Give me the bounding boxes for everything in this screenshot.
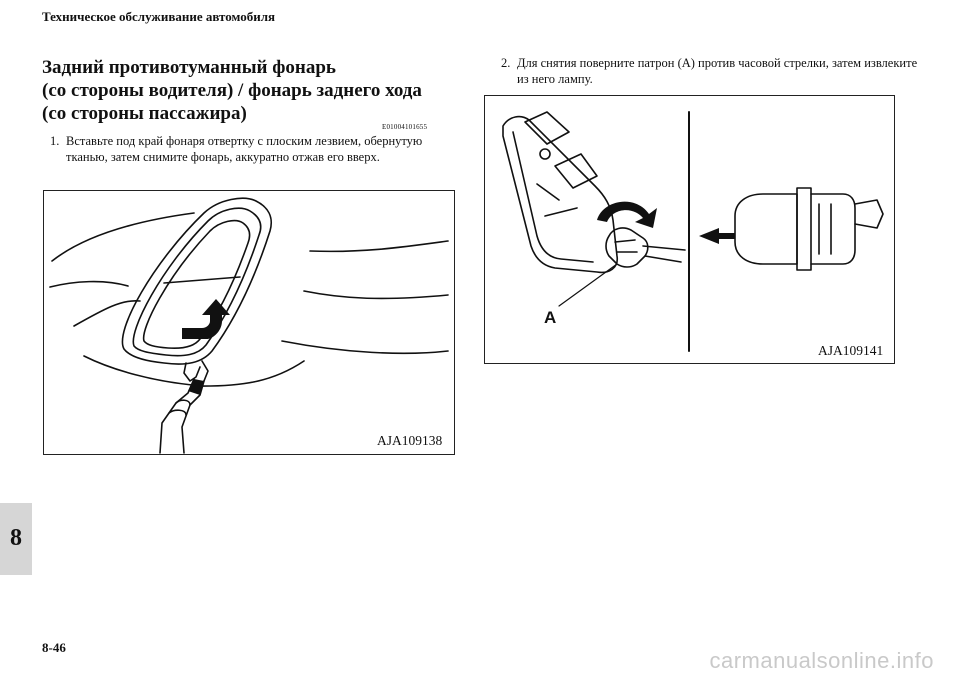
figure-code: AJA109141	[818, 343, 884, 358]
section-title: Задний противотуманный фонарь (со сторон…	[42, 56, 462, 125]
mount-screw-icon	[539, 148, 551, 160]
bulb-flange	[796, 187, 812, 271]
step-2: 2. Для снятия поверните патрон (A) проти…	[501, 56, 919, 87]
watermark: carmanualsonline.info	[709, 648, 934, 673]
upward-arrow-icon	[182, 299, 230, 339]
bulb-terminal	[854, 199, 884, 229]
body-contour-line	[303, 290, 449, 300]
callout-label-a: A	[544, 308, 557, 327]
step-1: 1. Вставьте под край фонаря отвертку с п…	[50, 134, 458, 165]
housing-mount-tab	[524, 111, 570, 145]
lamp-housing-back	[502, 115, 619, 274]
section-title-line: (со стороны пассажира)	[42, 103, 247, 124]
lamp-housing-edge	[512, 131, 594, 263]
body-contour-line	[73, 299, 141, 327]
lens-divider-line	[163, 276, 241, 284]
body-contour-line	[51, 212, 195, 262]
step-number: 2.	[501, 56, 511, 70]
figure-lamp-removal: AJA109138	[43, 190, 455, 455]
callout-leader	[558, 263, 618, 307]
lamp-clip	[201, 360, 209, 382]
bulb-base-ribs	[818, 203, 832, 255]
page-number: 8-46	[42, 640, 66, 655]
lamp-housing-middle	[132, 207, 262, 357]
step-text: Вставьте под край фонаря отвертку с плос…	[66, 134, 423, 164]
section-title-line: (со стороны водителя) / фонарь заднего х…	[42, 80, 422, 101]
figure-bulb-removal: A AJA109141	[484, 95, 895, 364]
counterclockwise-arrow-icon	[597, 201, 657, 228]
body-contour-line	[281, 340, 449, 355]
section-title-line: Задний противотуманный фонарь	[42, 57, 336, 78]
body-contour-line	[83, 355, 193, 386]
lamp-clip	[183, 362, 201, 382]
bulb-glass	[734, 193, 798, 265]
lamp-lens	[142, 219, 251, 350]
screwdriver-ferrule	[175, 399, 191, 406]
step-text: Для снятия поверните патрон (A) против ч…	[517, 56, 918, 86]
left-arrow-icon	[699, 228, 735, 244]
socket-wire	[642, 245, 686, 263]
chapter-tab: 8	[0, 503, 32, 575]
socket-body	[605, 227, 649, 268]
housing-bracket	[554, 153, 598, 189]
screwdriver-blade	[188, 379, 204, 395]
body-contour-line	[309, 240, 449, 253]
step-number: 1.	[50, 134, 60, 148]
section-code: E01004101655	[382, 123, 428, 131]
lamp-removal-illustration	[49, 197, 449, 454]
chapter-number: 8	[10, 525, 22, 551]
running-head: Техническое обслуживание автомобиля	[42, 9, 276, 24]
bulb-base	[810, 193, 856, 265]
socket-detail	[614, 239, 638, 253]
body-contour-line	[193, 360, 305, 387]
lamp-housing-outer	[121, 197, 272, 365]
body-contour-line	[49, 280, 129, 288]
bulb-removal-illustration	[502, 111, 884, 352]
screwdriver-ferrule	[168, 409, 187, 416]
housing-rib	[536, 183, 578, 217]
figure-code: AJA109138	[377, 433, 443, 448]
